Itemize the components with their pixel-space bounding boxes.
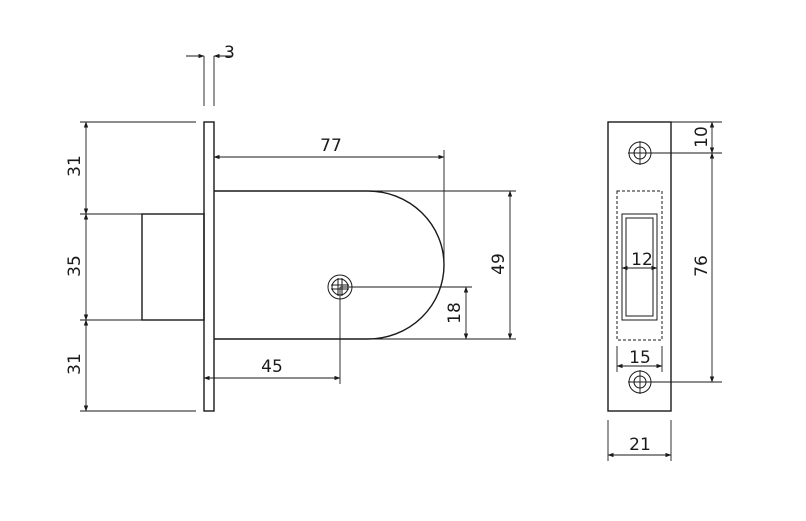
lock-side-view: 3 31 35 31 77 49 18 45: [65, 43, 516, 412]
dim-strike-width: 21: [607, 435, 672, 458]
dim-label-35: 35: [65, 255, 85, 277]
dim-opening-width: 12: [621, 250, 658, 271]
dim-hole-offset: 10: [692, 121, 715, 154]
dim-pocket-width: 15: [616, 346, 663, 372]
dim-label-77: 77: [320, 136, 342, 156]
dim-label-top-31: 31: [65, 155, 85, 177]
dim-case-height: 49: [489, 190, 513, 340]
dim-hole-spacing: 76: [692, 152, 715, 383]
latch-bolt: [141, 213, 205, 321]
dim-label-bottom-31: 31: [65, 353, 85, 375]
faceplate: [203, 121, 215, 412]
lock-case: [214, 190, 445, 340]
dim-vertical-stack: 31 35 31: [65, 121, 89, 412]
dim-label-49: 49: [489, 253, 509, 275]
dim-label-76: 76: [692, 255, 712, 277]
dim-label-45: 45: [261, 357, 283, 377]
strike-plate-view: 10 76 12 15 21: [607, 121, 722, 461]
strike-plate: [607, 121, 672, 412]
strike-pocket: [616, 190, 663, 341]
dim-label-21: 21: [629, 435, 651, 455]
extension-lines: [80, 56, 516, 412]
dim-label-15: 15: [629, 348, 651, 368]
dim-label-3: 3: [224, 43, 235, 63]
dim-backset: 45: [203, 357, 341, 381]
dim-case-length: 77: [213, 136, 445, 160]
dim-spindle-height: 18: [445, 286, 469, 340]
dim-label-12: 12: [631, 250, 653, 270]
dim-label-18: 18: [445, 302, 465, 324]
strike-extension-lines: [607, 121, 722, 461]
dim-faceplate-thickness: 3: [186, 43, 235, 63]
dim-label-10: 10: [692, 126, 712, 148]
